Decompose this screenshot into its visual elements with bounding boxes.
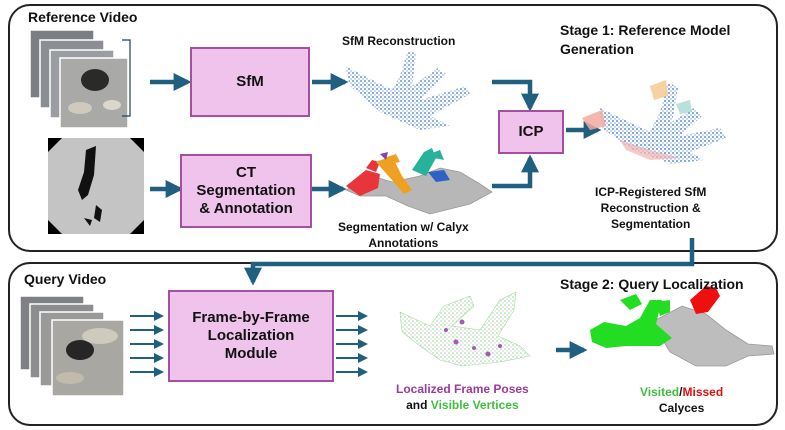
seg-caption-line1: Segmentation w/ Calyx xyxy=(338,220,469,234)
calyces-caption-line1: Visited/Missed xyxy=(640,384,723,400)
ct-segmentation-box: CT Segmentation & Annotation xyxy=(180,154,312,228)
segmentation-caption: Segmentation w/ Calyx Annotations xyxy=(338,219,469,251)
ct-scan-image xyxy=(48,138,144,234)
icp-box-label: ICP xyxy=(518,123,544,140)
localization-output-arrows xyxy=(336,311,368,377)
query-input-arrows xyxy=(130,311,164,377)
icp-caption: ICP-Registered SfM Reconstruction & Segm… xyxy=(595,184,706,233)
localization-module-box: Frame-by-Frame Localization Module xyxy=(168,290,334,382)
stage2-title: Stage 2: Query Localization xyxy=(560,276,744,292)
stage1-title-line2: Generation xyxy=(560,41,634,57)
seg-caption-line2: Annotations xyxy=(368,236,439,251)
query-video-label: Query Video xyxy=(24,271,107,287)
loc-box-line3: Module xyxy=(224,345,278,362)
poses-caption: Localized Frame Poses and Visible Vertic… xyxy=(396,381,529,413)
icp-caption-line1: ICP-Registered SfM xyxy=(595,185,707,199)
visited-label: Visited xyxy=(640,385,680,399)
calyces-caption-line2: Calyces xyxy=(658,401,705,416)
sfm-point-cloud xyxy=(345,50,470,130)
loc-box-line1: Frame-by-Frame xyxy=(192,309,310,326)
reference-video-frames xyxy=(29,29,131,129)
segmentation-model xyxy=(345,148,493,215)
ct-box-line1: CT xyxy=(236,164,256,181)
localized-poses-model xyxy=(399,291,531,367)
loc-box-line2: Localization xyxy=(207,327,295,344)
query-video-frames xyxy=(19,295,125,397)
poses-caption-visible: Visible Vertices xyxy=(430,398,519,413)
calyces-model xyxy=(590,286,775,367)
sfm-box: SfM xyxy=(190,47,310,117)
sfm-box-label: SfM xyxy=(236,73,264,90)
poses-caption-line2: and Visible Vertices xyxy=(396,397,529,413)
sfm-caption: SfM Reconstruction xyxy=(342,34,456,48)
stage1-title-line1: Stage 1: Reference Model xyxy=(560,22,731,38)
icp-caption-line2: Reconstruction & xyxy=(600,201,701,216)
calyces-caption: Visited/Missed Calyces xyxy=(640,384,723,416)
icp-caption-line3: Segmentation xyxy=(611,217,691,232)
icp-box: ICP xyxy=(498,110,564,154)
missed-label: Missed xyxy=(682,385,724,399)
icp-registered-model xyxy=(582,80,726,164)
reference-video-label: Reference Video xyxy=(28,9,138,25)
calyces-separator: / xyxy=(679,385,683,399)
poses-caption-and: and xyxy=(406,398,428,413)
poses-caption-line1: Localized Frame Poses xyxy=(396,382,529,396)
stage1-arrows xyxy=(150,73,695,286)
ct-box-line2: Segmentation xyxy=(196,182,296,199)
ct-box-line3: & Annotation xyxy=(199,200,293,217)
